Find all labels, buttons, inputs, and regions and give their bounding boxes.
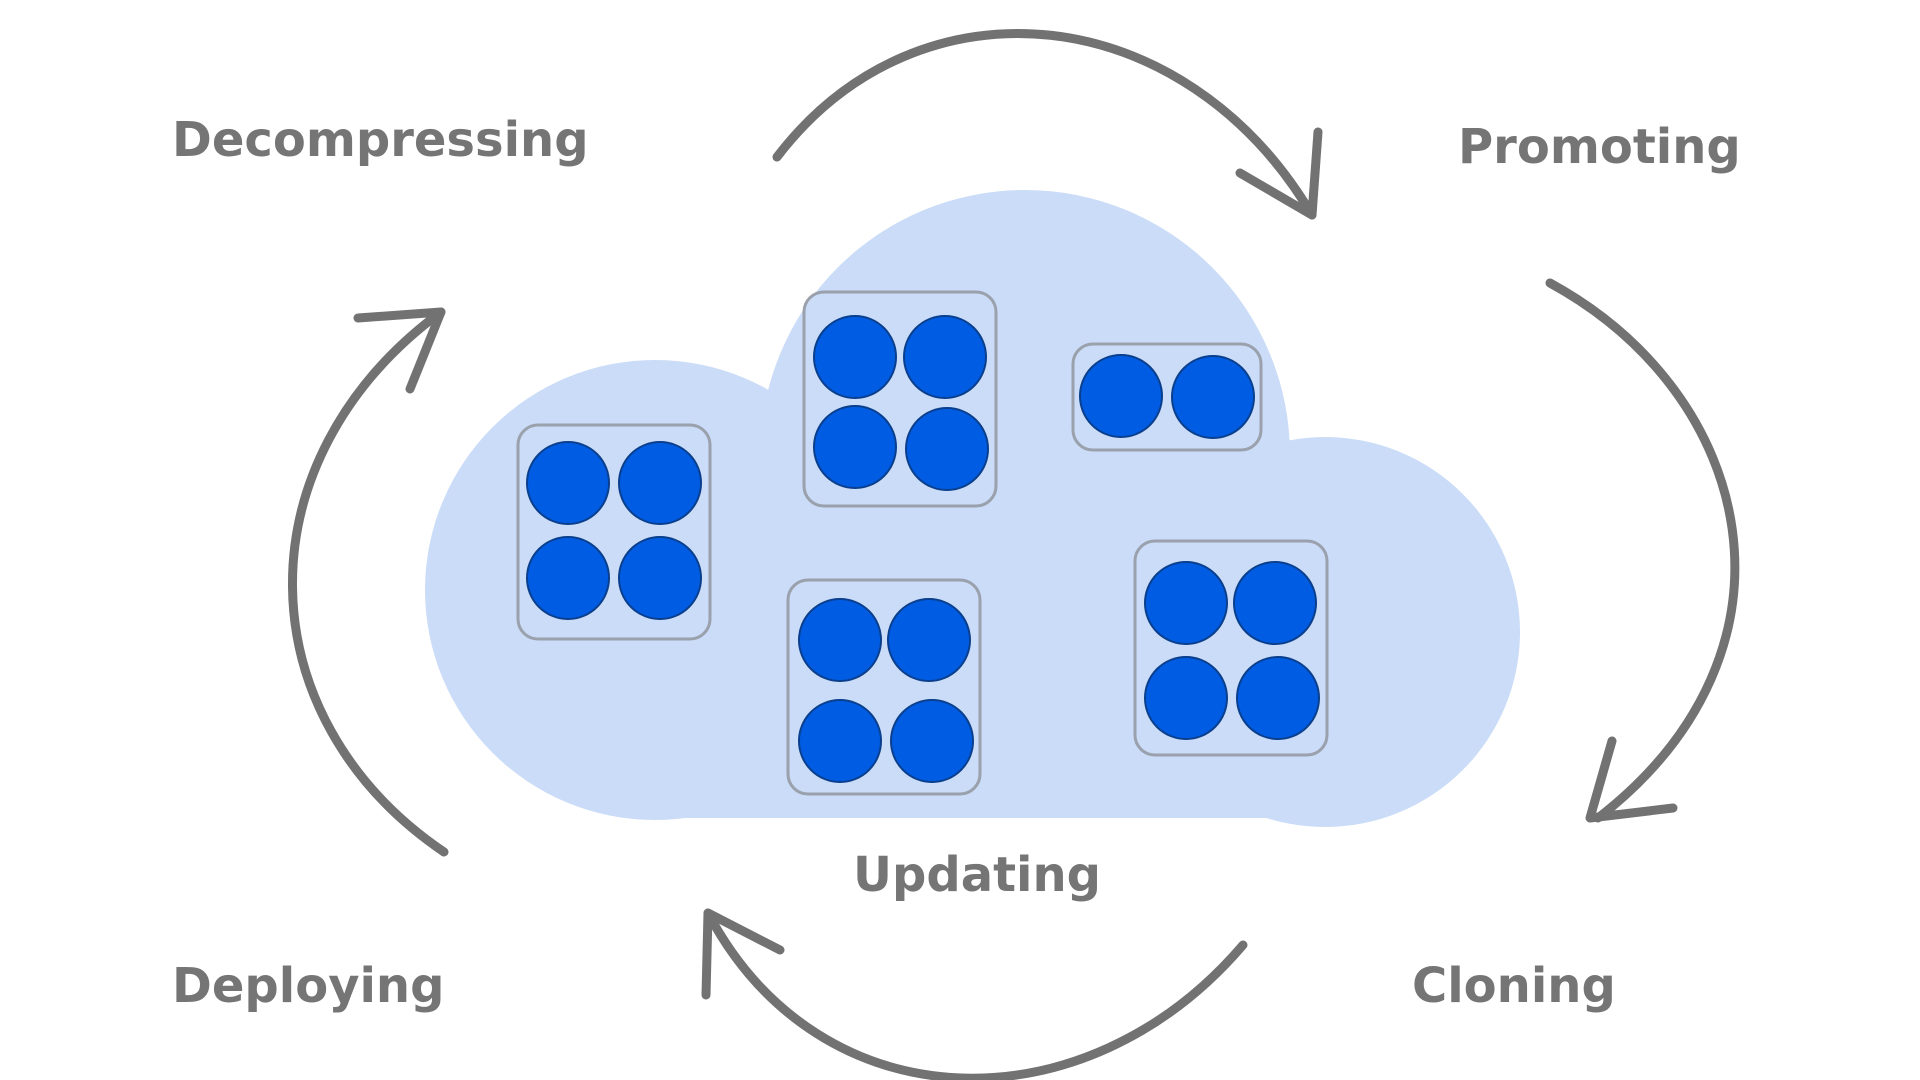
circle-icon <box>1236 656 1320 740</box>
container-1 <box>516 423 712 641</box>
container-4 <box>786 578 982 796</box>
arrow-cloning-to-updating <box>701 908 1248 1080</box>
circle-icon <box>905 407 989 491</box>
circle-icon <box>890 699 974 783</box>
circle-icon <box>798 598 882 682</box>
stage-label-updating: Updating <box>853 847 1101 903</box>
container-3 <box>1071 342 1263 452</box>
circle-icon <box>1144 561 1228 645</box>
curved-arrow-icon <box>288 307 449 857</box>
arrow-deploying-to-decompressing <box>288 307 449 857</box>
circle-icon <box>798 699 882 783</box>
arrow-promoting-to-cloning <box>1545 278 1740 823</box>
circle-icon <box>903 315 987 399</box>
circle-icon <box>618 441 702 525</box>
circle-icon <box>887 598 971 682</box>
circle-icon <box>1144 656 1228 740</box>
stage-label-deploying: Deploying <box>172 958 444 1014</box>
curved-arrow-icon <box>1545 278 1740 823</box>
stage-label-promoting: Promoting <box>1458 119 1741 175</box>
container-2 <box>802 290 998 508</box>
circle-icon <box>526 536 610 620</box>
container-5 <box>1133 539 1329 757</box>
circle-icon <box>1079 354 1163 438</box>
circle-icon <box>618 536 702 620</box>
stage-label-decompressing: Decompressing <box>172 112 589 168</box>
curved-arrow-icon <box>703 908 1248 1080</box>
circle-icon <box>1171 355 1255 439</box>
circle-icon <box>1233 561 1317 645</box>
circle-icon <box>813 315 897 399</box>
curved-arrow-icon <box>772 29 1317 220</box>
circle-icon <box>526 441 610 525</box>
stage-label-cloning: Cloning <box>1412 958 1616 1014</box>
arrow-decompressing-to-promoting <box>772 29 1323 220</box>
circle-icon <box>813 405 897 489</box>
